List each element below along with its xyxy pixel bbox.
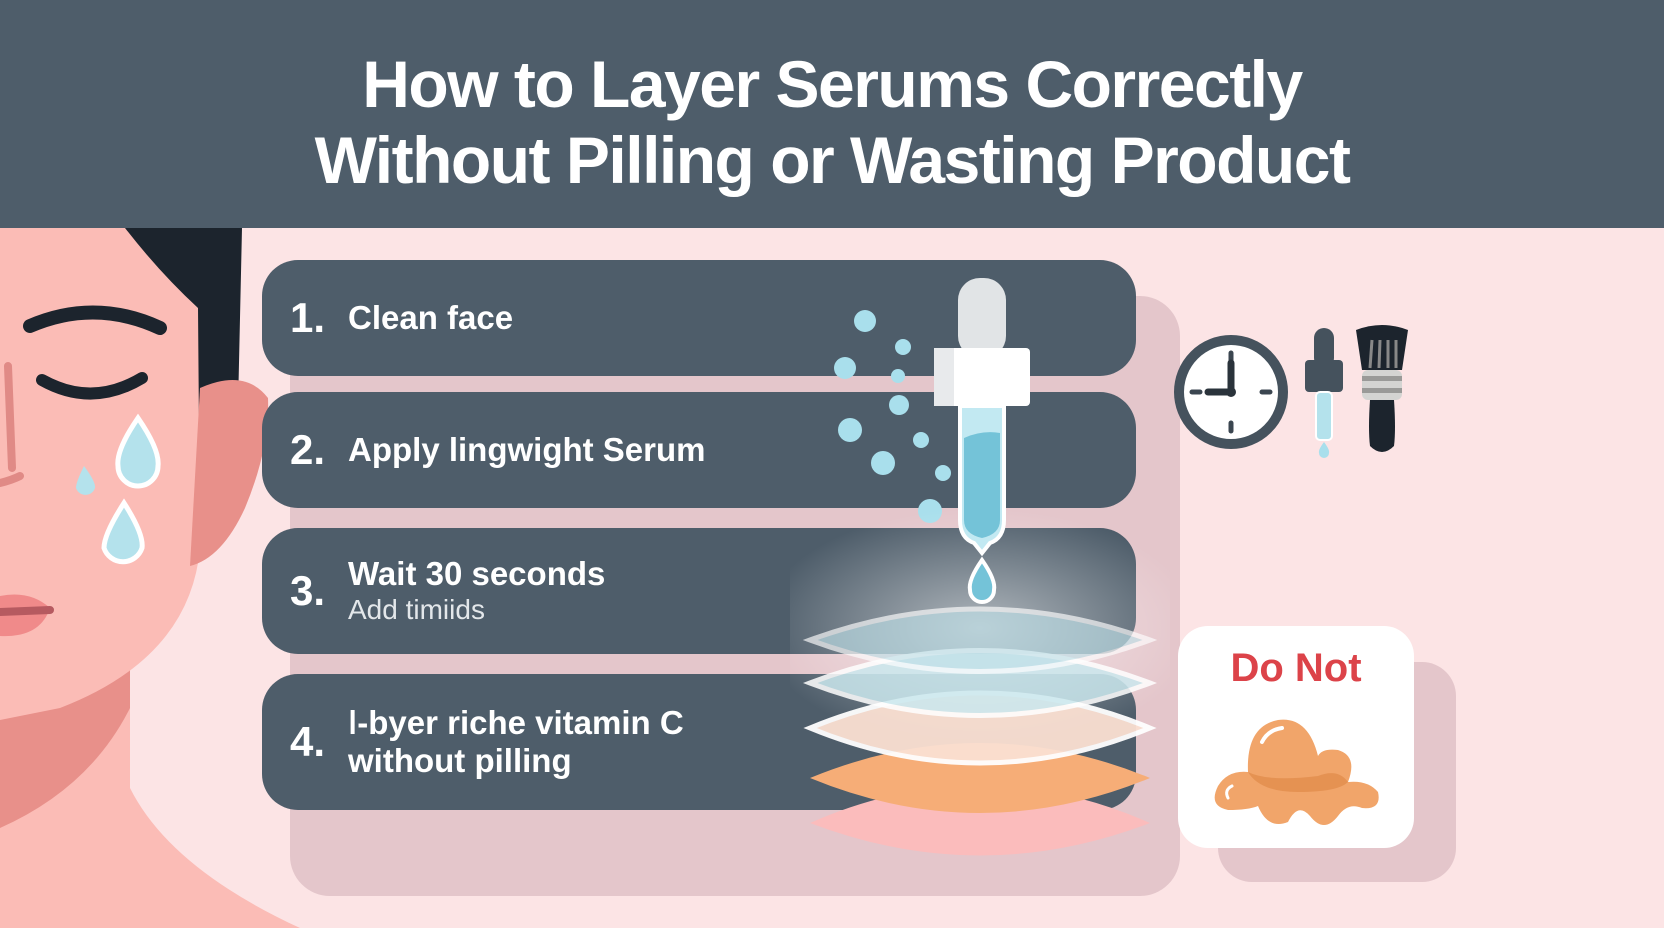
page-title: How to Layer Serums Correctly Without Pi… bbox=[314, 46, 1351, 198]
crying-face-illustration bbox=[0, 228, 300, 928]
warning-label: Do Not bbox=[1230, 646, 1362, 690]
product-layers-icon bbox=[802, 606, 1158, 856]
title-banner: How to Layer Serums Correctly Without Pi… bbox=[0, 0, 1664, 228]
water-droplets-icon bbox=[834, 310, 951, 523]
step-4-text-line2: without pilling bbox=[348, 742, 572, 779]
serum-layering-illustration bbox=[790, 278, 1170, 856]
step-2-text: Apply lingwight Serum bbox=[348, 431, 706, 468]
step-3-number: 3. bbox=[290, 567, 326, 614]
step-1-text: Clean face bbox=[348, 299, 514, 336]
title-line-1: How to Layer Serums Correctly bbox=[362, 47, 1303, 121]
step-1-number: 1. bbox=[290, 294, 326, 341]
step-3-text: Wait 30 seconds bbox=[348, 555, 606, 592]
step-4-number: 4. bbox=[290, 718, 326, 765]
small-dropper-icon bbox=[1305, 328, 1343, 458]
step-4-text: ǀ-byer riche vitamin C bbox=[348, 704, 684, 741]
step-3-subtext: Add timiids bbox=[348, 594, 485, 625]
title-line-2: Without Pilling or Wasting Product bbox=[314, 123, 1351, 197]
clock-icon bbox=[1174, 335, 1288, 449]
infographic-body: 1. Clean face 2. Apply lingwight Serum 3… bbox=[0, 228, 1664, 928]
serum-dropper-icon bbox=[934, 278, 1030, 604]
brush-icon bbox=[1356, 325, 1408, 452]
melted-blob-icon bbox=[1214, 719, 1379, 825]
warning-card: Do Not bbox=[1178, 626, 1414, 848]
step-2-number: 2. bbox=[290, 426, 326, 473]
